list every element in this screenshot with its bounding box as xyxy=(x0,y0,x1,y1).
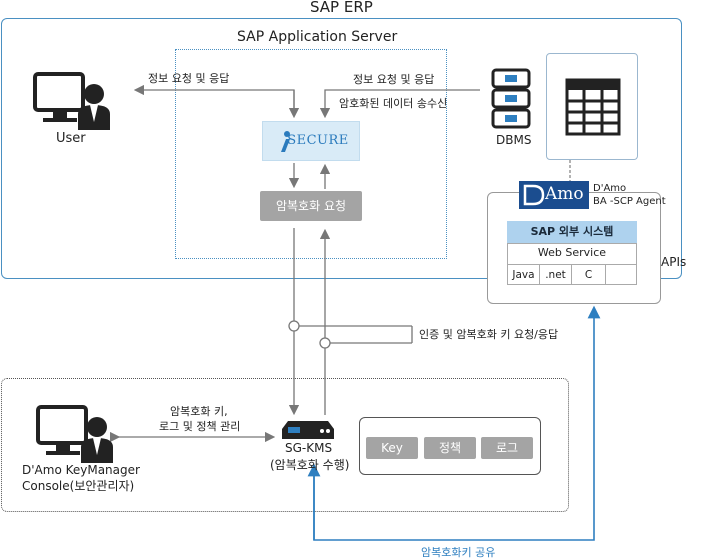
encrypted-data-label: 암호화된 데이터 송수신 xyxy=(339,97,448,110)
auth-request-label: 인증 및 암복호화 키 요청/응답 xyxy=(419,328,559,341)
log-box: 로그 xyxy=(481,437,533,459)
web-service-label: Web Service xyxy=(537,246,607,259)
sgkms-label: SG-KMS xyxy=(285,441,333,455)
isecure-box: SECURE xyxy=(262,121,360,161)
api-cell-java: Java xyxy=(508,264,540,284)
damo-logo-icon xyxy=(523,184,545,206)
arrow-to-user xyxy=(133,84,295,111)
sap-app-server-frame xyxy=(175,49,447,259)
apis-label: APIs xyxy=(661,255,687,269)
kms-storage-box: Key 정책 로그 xyxy=(359,417,541,475)
user-label: User xyxy=(56,131,86,146)
sap-erp-title: SAP ERP xyxy=(310,0,373,16)
key-box: Key xyxy=(366,437,418,459)
sap-app-server-title: SAP Application Server xyxy=(237,29,398,45)
dbms-label: DBMS xyxy=(496,133,532,147)
sgkms-sublabel: (암복호화 수행) xyxy=(270,458,350,472)
api-cell-c: C xyxy=(572,264,606,284)
damo-logo: Amo xyxy=(519,181,589,209)
arrow-dbms-to-isecure xyxy=(319,89,480,119)
api-cell-net: .net xyxy=(540,264,572,284)
damo-agent-title: D'Amo xyxy=(593,183,627,194)
dbms-table-frame xyxy=(546,53,638,160)
kms-zone-frame xyxy=(1,378,569,512)
admin-console-icon xyxy=(36,405,113,463)
dbms-icon xyxy=(491,68,531,129)
sap-external-system: SAP 외부 시스템 xyxy=(507,221,637,243)
isecure-label: SECURE xyxy=(287,133,349,148)
junction-dot xyxy=(319,337,331,349)
console-label-line2: Console(보안관리자) xyxy=(22,479,135,493)
sap-erp-frame xyxy=(1,18,682,279)
isecure-logo-icon xyxy=(281,131,290,152)
junction-dot xyxy=(288,320,300,332)
info-request-right-label: 정보 요청 및 응답 xyxy=(353,73,435,86)
damo-agent-box xyxy=(487,192,661,304)
user-icon xyxy=(33,72,110,130)
key-share-label: 암복호화키 공유 xyxy=(421,546,496,559)
console-label-line1: D'Amo KeyManager xyxy=(22,463,140,477)
damo-agent-subtitle: BA -SCP Agent xyxy=(593,196,666,207)
info-request-left-label: 정보 요청 및 응답 xyxy=(148,72,230,85)
api-cell-empty xyxy=(606,264,636,284)
table-icon xyxy=(565,78,621,136)
policy-box: 정책 xyxy=(424,437,476,459)
damo-logo-text: Amo xyxy=(545,184,584,204)
enc-dec-request-box: 암복호화 요청 xyxy=(260,191,362,221)
web-service-box: Web Service Java .net C xyxy=(507,243,637,285)
sgkms-server-icon xyxy=(282,421,334,439)
manage-label-line1: 암복호화 키, xyxy=(170,405,228,418)
manage-label-line2: 로그 및 정책 관리 xyxy=(159,420,241,433)
